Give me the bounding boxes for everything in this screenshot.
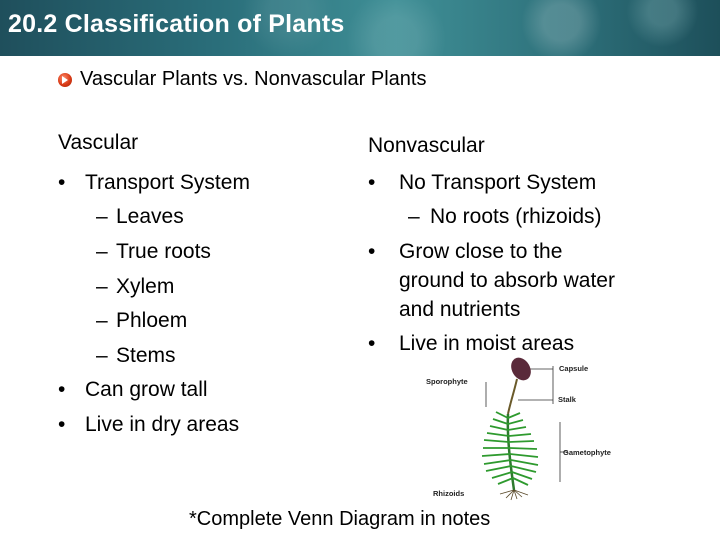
dash-marker: – bbox=[408, 205, 420, 228]
header-texture bbox=[0, 0, 720, 56]
vascular-bullet-transport: Transport System bbox=[85, 171, 250, 194]
dash-marker: – bbox=[96, 240, 108, 263]
header-banner: 20.2 Classification of Plants bbox=[0, 0, 720, 56]
nonvascular-heading: Nonvascular bbox=[368, 134, 485, 157]
label-gametophyte: Gametophyte bbox=[563, 448, 611, 457]
nonvascular-bullet-ground-line2: ground to absorb water bbox=[399, 269, 615, 292]
moss-diagram: Sporophyte Capsule Stalk Gametophyte Rhi… bbox=[426, 357, 611, 501]
vascular-heading: Vascular bbox=[58, 131, 139, 154]
bullet-dot: • bbox=[58, 171, 66, 194]
slide-subtitle: Vascular Plants vs. Nonvascular Plants bbox=[80, 68, 427, 90]
nonvascular-subitem: No roots (rhizoids) bbox=[430, 205, 602, 228]
footer-note: *Complete Venn Diagram in notes bbox=[189, 508, 491, 530]
vascular-subitem: True roots bbox=[116, 240, 211, 263]
label-rhizoids: Rhizoids bbox=[433, 489, 464, 498]
vascular-subitem: Leaves bbox=[116, 205, 184, 228]
gametophyte-leaves bbox=[481, 411, 539, 486]
bullet-dot: • bbox=[368, 240, 376, 263]
gametophyte-stem bbox=[506, 413, 516, 491]
label-stalk: Stalk bbox=[558, 395, 577, 404]
nonvascular-bullet-transport: No Transport System bbox=[399, 171, 597, 194]
bullet-dot: • bbox=[58, 378, 66, 401]
label-sporophyte: Sporophyte bbox=[426, 377, 468, 386]
vascular-subitem: Xylem bbox=[116, 275, 175, 298]
subtitle-row: Vascular Plants vs. Nonvascular Plants bbox=[58, 68, 426, 91]
dash-marker: – bbox=[96, 205, 108, 228]
capsule-shape bbox=[511, 357, 531, 381]
dash-marker: – bbox=[96, 309, 108, 332]
label-capsule: Capsule bbox=[559, 364, 588, 373]
nonvascular-bullet-ground-line3: and nutrients bbox=[399, 298, 521, 321]
slide-title: 20.2 Classification of Plants bbox=[8, 10, 345, 38]
stalk-shape bbox=[507, 378, 518, 415]
play-bullet-icon bbox=[58, 72, 72, 87]
nonvascular-bullet-moist: Live in moist areas bbox=[399, 332, 575, 355]
vascular-subitem: Stems bbox=[116, 344, 176, 367]
rhizoids-shape bbox=[499, 489, 529, 501]
vascular-subitem: Phloem bbox=[116, 309, 188, 332]
dash-marker: – bbox=[96, 344, 108, 367]
vascular-bullet-tall: Can grow tall bbox=[85, 378, 208, 401]
dash-marker: – bbox=[96, 275, 108, 298]
vascular-bullet-dry: Live in dry areas bbox=[85, 413, 240, 436]
bullet-dot: • bbox=[58, 413, 66, 436]
bullet-dot: • bbox=[368, 332, 376, 355]
nonvascular-bullet-ground-line1: Grow close to the bbox=[399, 240, 563, 263]
bullet-dot: • bbox=[368, 171, 376, 194]
